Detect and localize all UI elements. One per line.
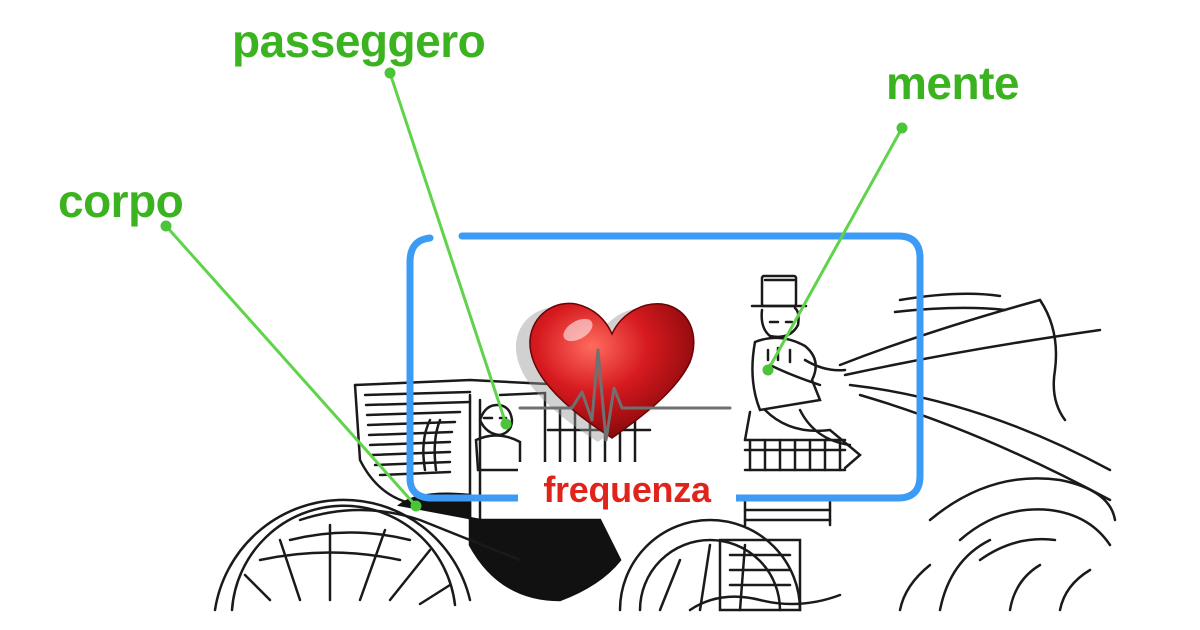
highlight-frame [406, 232, 924, 502]
heartbeat-pulse-icon [518, 348, 732, 442]
leader-dot-corpo-end [410, 500, 422, 512]
leader-dot-mente-end [762, 364, 774, 376]
leader-lines [160, 67, 908, 512]
leader-line-corpo [164, 224, 418, 508]
leader-line-passeggero [388, 71, 508, 426]
front-wheel [618, 518, 802, 612]
leader-dot-passeggero-top [384, 67, 396, 79]
label-frequenza: frequenza [543, 469, 711, 510]
leader-line-mente [766, 126, 904, 372]
label-passeggero: passeggero [232, 15, 486, 67]
horse-hindquarters [898, 477, 1117, 612]
leader-dot-corpo-top [160, 220, 172, 232]
leader-dot-mente-top [896, 122, 908, 134]
frequency-caption-box: frequenza [518, 462, 736, 518]
label-mente: mente [886, 57, 1019, 109]
rear-wheel [213, 498, 472, 612]
coachman-figure [743, 274, 862, 470]
reins-and-whip [838, 292, 1112, 502]
coach-lower-sweep [298, 508, 522, 562]
label-corpo: corpo [58, 175, 184, 227]
carriage-illustration [213, 274, 1117, 612]
leader-dot-passeggero-end [500, 418, 512, 430]
coach-undercarriage [396, 492, 622, 602]
passenger-figure [474, 403, 522, 472]
